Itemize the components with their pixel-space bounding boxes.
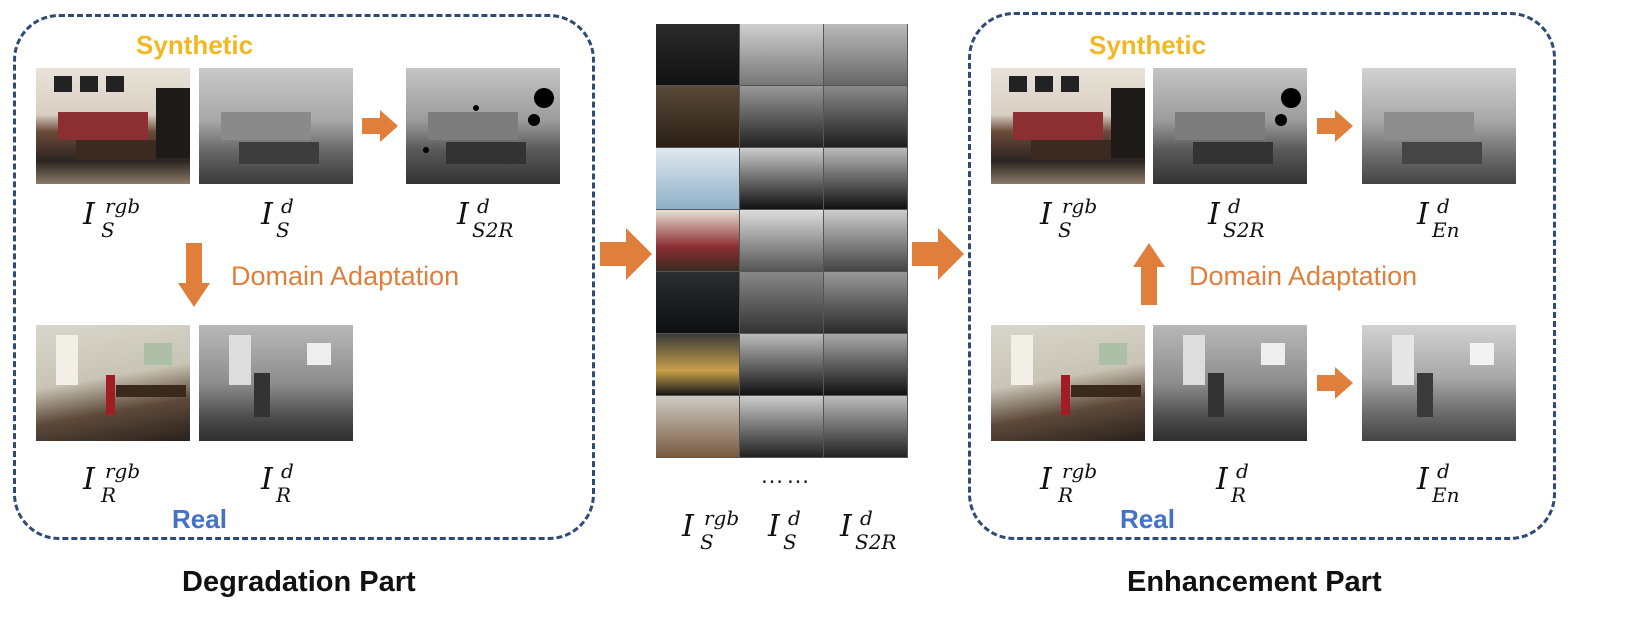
grid-s2r-5	[824, 272, 907, 333]
right-enhanced-depth-image-top	[1362, 68, 1516, 184]
left-synthetic-depth-image	[199, 68, 353, 184]
grid-rgb-2	[656, 86, 739, 147]
right-real-label: Real	[1120, 504, 1175, 534]
grid-depth-1	[740, 24, 823, 85]
grid-rgb-6	[656, 334, 739, 395]
grid-rgb-3	[656, 148, 739, 209]
grid-s2r-4	[824, 210, 907, 271]
up-arrow-icon	[1133, 243, 1165, 305]
grid-rgb-1	[656, 24, 739, 85]
left-real-depth-image	[199, 325, 353, 441]
grid-depth-4	[740, 210, 823, 271]
right-enhanced-depth-image-bottom	[1362, 325, 1516, 441]
enhancement-part-title: Enhancement Part	[1127, 566, 1382, 598]
grid-rgb-7	[656, 396, 739, 457]
grid-depth-6	[740, 334, 823, 395]
grid-s2r-2	[824, 86, 907, 147]
grid-depth-5	[740, 272, 823, 333]
grid-s2r-6	[824, 334, 907, 395]
right-domain-adaptation-label: Domain Adaptation	[1189, 261, 1418, 291]
left-real-rgb-image	[36, 325, 190, 441]
enhancement-panel	[968, 12, 1556, 540]
right-arrow-icon	[1317, 367, 1353, 399]
grid-s2r-7	[824, 396, 907, 457]
grid-depth-7	[740, 396, 823, 457]
left-domain-adaptation-label: Domain Adaptation	[231, 261, 460, 291]
right-real-rgb-image	[991, 325, 1145, 441]
grid-rgb-4	[656, 210, 739, 271]
left-synthetic-label: Synthetic	[136, 30, 254, 60]
right-s2r-depth-image	[1153, 68, 1307, 184]
right-synthetic-label: Synthetic	[1089, 30, 1207, 60]
degradation-panel	[13, 14, 595, 540]
grid-s2r-1	[824, 24, 907, 85]
right-arrow-icon	[912, 228, 964, 280]
degradation-part-title: Degradation Part	[182, 566, 416, 598]
right-synthetic-rgb-image	[991, 68, 1145, 184]
grid-rgb-5	[656, 272, 739, 333]
down-arrow-icon	[178, 243, 210, 307]
right-arrow-icon	[362, 110, 398, 142]
right-arrow-icon	[1317, 110, 1353, 142]
living-room-sketch	[54, 76, 190, 160]
right-real-depth-image	[1153, 325, 1307, 441]
grid-ellipsis: ……	[760, 462, 812, 489]
grid-depth-2	[740, 86, 823, 147]
left-synthetic-rgb-image	[36, 68, 190, 184]
dataset-grid	[656, 24, 908, 458]
left-real-label: Real	[172, 504, 227, 534]
left-s2r-depth-image	[406, 68, 560, 184]
grid-s2r-3	[824, 148, 907, 209]
grid-depth-3	[740, 148, 823, 209]
right-arrow-icon	[600, 228, 652, 280]
